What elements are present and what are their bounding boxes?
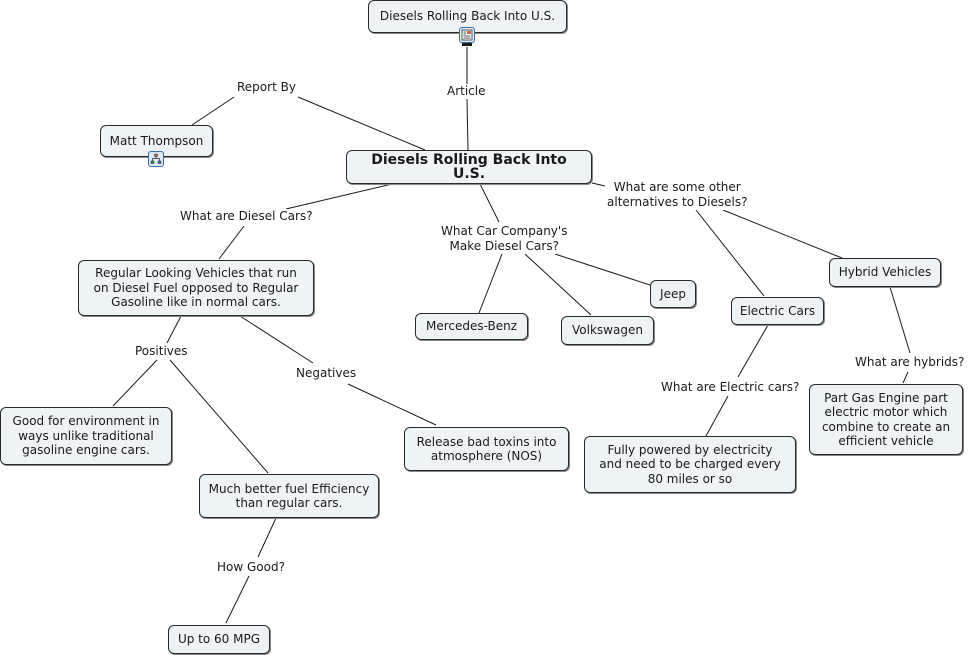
- icon-connector: [462, 43, 472, 46]
- link-line: [695, 209, 765, 297]
- link-line: [225, 575, 250, 624]
- link-line: [705, 395, 729, 437]
- link-label-what-electric: What are Electric cars?: [659, 380, 802, 395]
- link-label-what-hybrids: What are hybrids?: [853, 355, 967, 370]
- link-label-how-good: How Good?: [215, 560, 287, 575]
- hybrid-vehicles-node[interactable]: Hybrid Vehicles: [829, 258, 941, 287]
- fuel-efficiency-node[interactable]: Much better fuel Efficiency than regular…: [199, 474, 379, 518]
- electric-cars-node[interactable]: Electric Cars: [731, 297, 824, 325]
- link-line: [479, 183, 500, 223]
- link-label-article: Article: [445, 84, 488, 99]
- volkswagen-node[interactable]: Volkswagen: [561, 316, 654, 345]
- link-line: [347, 383, 437, 426]
- link-line: [297, 96, 426, 151]
- link-label-what-are-diesel: What are Diesel Cars?: [178, 209, 315, 224]
- link-line: [524, 253, 592, 316]
- good-environment-node[interactable]: Good for environment in ways unlike trad…: [0, 407, 172, 465]
- link-line: [218, 225, 245, 260]
- link-line: [902, 371, 909, 384]
- link-label-negatives: Negatives: [294, 366, 359, 381]
- link-line: [191, 96, 235, 126]
- link-line: [554, 253, 651, 286]
- link-line: [112, 359, 158, 407]
- hybrid-description-node[interactable]: Part Gas Engine part electric motor whic…: [809, 384, 963, 455]
- link-line: [169, 359, 269, 474]
- link-label-companies: What Car Company's Make Diesel Cars?: [439, 224, 570, 254]
- link-line: [466, 98, 469, 151]
- toxins-node[interactable]: Release bad toxins into atmosphere (NOS): [404, 427, 569, 471]
- mpg-node[interactable]: Up to 60 MPG: [168, 625, 270, 654]
- link-line: [285, 183, 393, 210]
- document-image-icon[interactable]: [459, 27, 475, 43]
- link-line: [478, 253, 503, 314]
- link-line: [737, 324, 769, 378]
- article-node[interactable]: Diesels Rolling Back Into U.S.: [368, 0, 567, 33]
- link-line: [591, 182, 606, 187]
- link-label-positives: Positives: [133, 344, 190, 359]
- regular-vehicles-node[interactable]: Regular Looking Vehicles that run on Die…: [78, 260, 314, 316]
- mercedes-node[interactable]: Mercedes-Benz: [415, 313, 528, 340]
- root-node[interactable]: Diesels Rolling Back Into U.S.: [346, 150, 592, 184]
- link-label-report-by: Report By: [235, 80, 298, 95]
- author-node[interactable]: Matt Thompson: [100, 125, 213, 157]
- link-line: [257, 517, 277, 558]
- jeep-node[interactable]: Jeep: [650, 280, 696, 308]
- link-label-alternatives: What are some other alternatives to Dies…: [605, 180, 750, 210]
- link-line: [889, 286, 911, 354]
- concept-map-icon[interactable]: [148, 151, 164, 167]
- link-line: [239, 315, 314, 364]
- link-line: [722, 209, 843, 259]
- electric-description-node[interactable]: Fully powered by electricity and need to…: [584, 436, 796, 493]
- link-line: [166, 315, 182, 344]
